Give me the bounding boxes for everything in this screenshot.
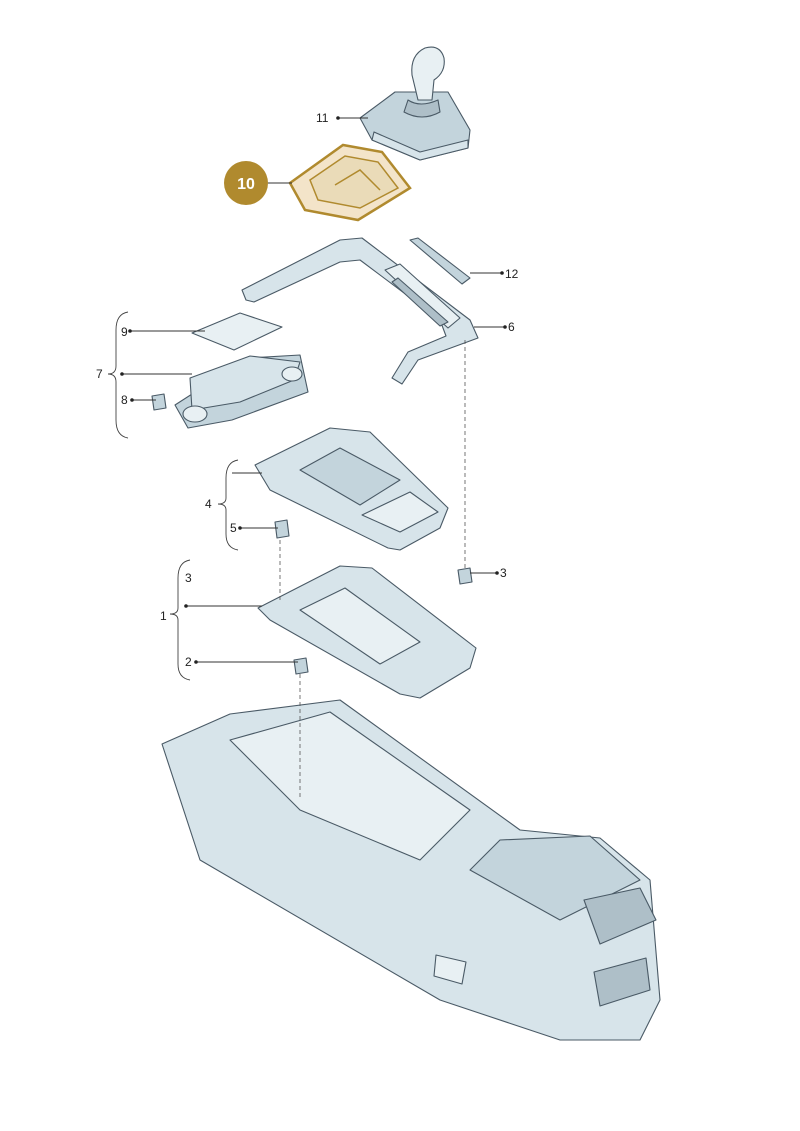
part-8-clip[interactable]: [151, 393, 167, 411]
brace-group-7: [107, 311, 129, 439]
callout-2: 2: [185, 655, 192, 669]
part-9-insert-mat[interactable]: [191, 312, 283, 351]
callout-1: 1: [160, 609, 167, 623]
brace-group-1: [169, 559, 191, 681]
part-4-center-cover[interactable]: [254, 427, 449, 551]
callout-10: 10: [237, 176, 255, 193]
callout-3-right: 3: [500, 566, 507, 580]
callout-5: 5: [230, 521, 237, 535]
part-5-clip[interactable]: [274, 519, 290, 539]
part-1-support-frame[interactable]: [257, 565, 477, 699]
leader-lines: [120, 116, 507, 664]
part-10-trim-frame[interactable]: [288, 143, 412, 222]
callout-4: 4: [205, 497, 212, 511]
callout-8: 8: [121, 393, 128, 407]
part-3-clip-right[interactable]: [457, 567, 473, 585]
part-11-shift-boot[interactable]: [359, 46, 471, 161]
part-12-trim-strip[interactable]: [409, 237, 471, 285]
part-2-clip[interactable]: [293, 657, 309, 675]
callout-3-left: 3: [185, 571, 192, 585]
alignment-lines: [279, 340, 466, 800]
callout-12: 12: [505, 267, 519, 281]
callout-6: 6: [508, 320, 515, 334]
callout-10-badge[interactable]: 10: [224, 161, 268, 205]
callout-11: 11: [316, 111, 329, 125]
center-console-body: [161, 699, 661, 1041]
part-7-storage-tray[interactable]: [174, 354, 309, 429]
part-6-trim-panel[interactable]: [241, 237, 479, 385]
callout-7: 7: [96, 367, 103, 381]
callout-9: 9: [121, 325, 128, 339]
brace-group-4: [217, 459, 239, 551]
